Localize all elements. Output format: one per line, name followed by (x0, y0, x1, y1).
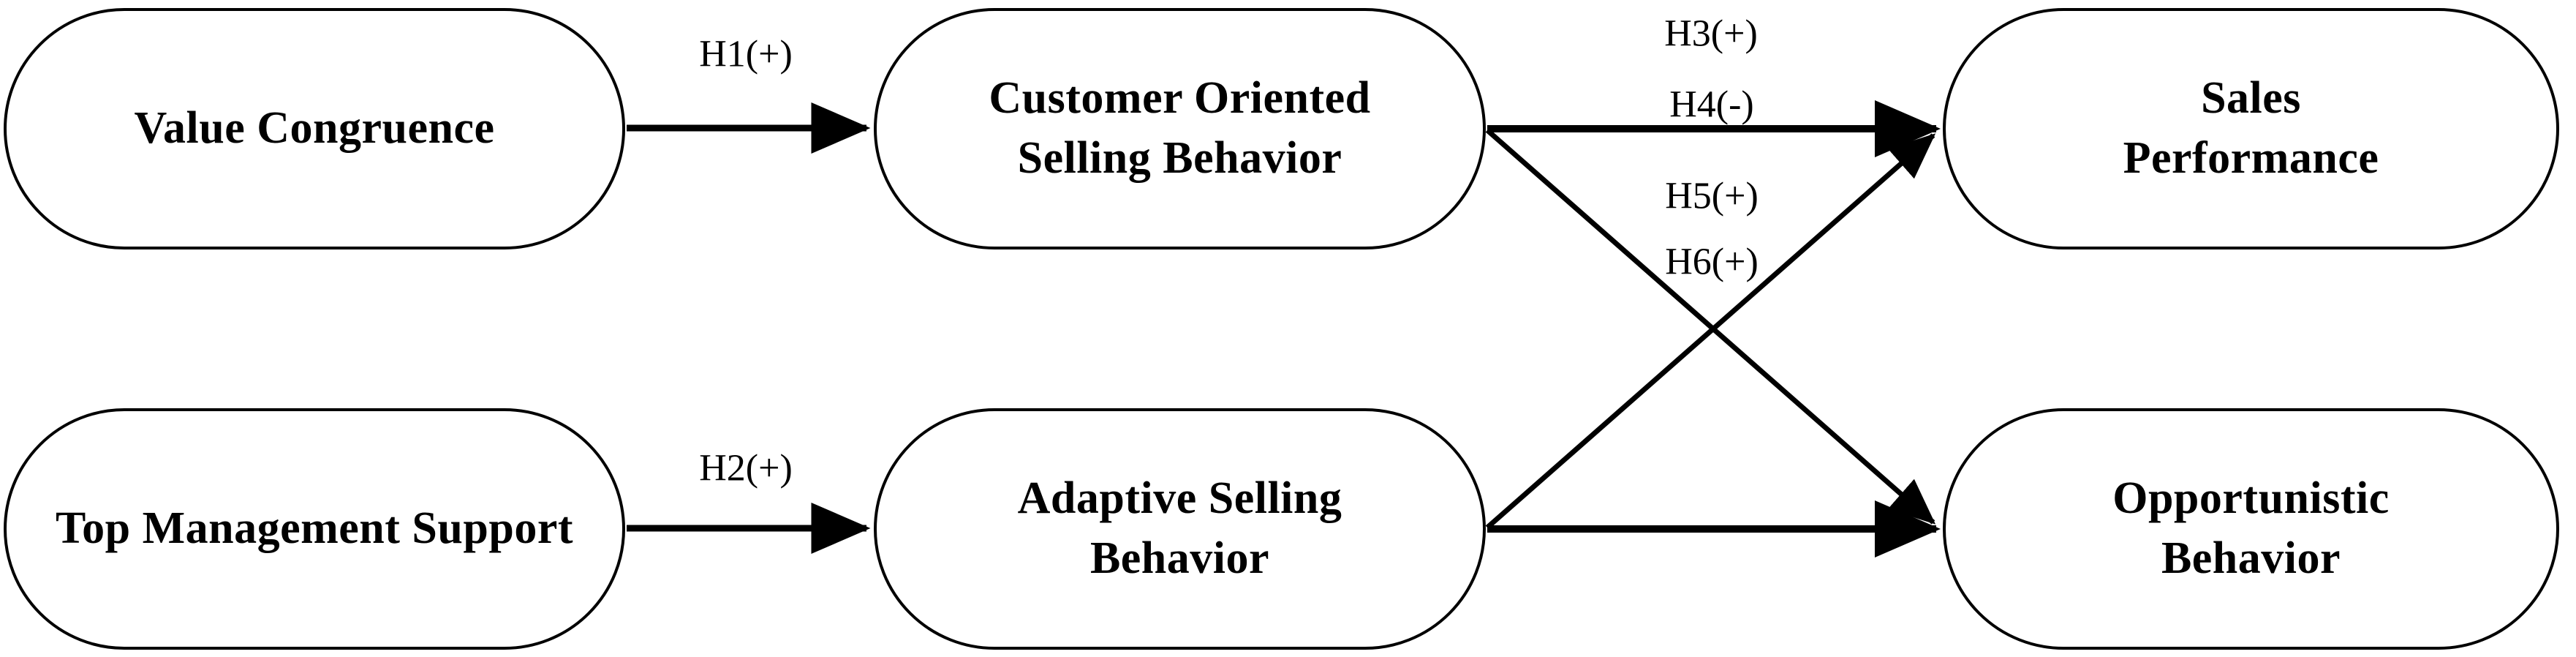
edge-label-h2: H2(+) (699, 447, 793, 489)
node-top-management-support[interactable]: Top Management Support (4, 408, 625, 650)
edge-label-h4: H4(-) (1669, 83, 1754, 126)
node-label-opportunistic-behavior: Opportunistic Behavior (2112, 473, 2390, 583)
edge-label-h3: H3(+) (1664, 12, 1758, 55)
node-label-value-congruence: Value Congruence (134, 103, 495, 154)
node-opportunistic-behavior[interactable]: Opportunistic Behavior (1943, 408, 2559, 650)
edge-label-h5: H5(+) (1665, 175, 1759, 217)
node-label-sales-performance: Sales Performance (2123, 73, 2379, 183)
node-label-adaptive-selling-behavior: Adaptive Selling Behavior (1017, 473, 1342, 583)
node-adaptive-selling-behavior[interactable]: Adaptive Selling Behavior (874, 408, 1486, 650)
node-label-customer-oriented-selling-behavior: Customer Oriented Selling Behavior (989, 73, 1371, 183)
node-sales-performance[interactable]: Sales Performance (1943, 8, 2559, 249)
node-customer-oriented-selling-behavior[interactable]: Customer Oriented Selling Behavior (874, 8, 1486, 249)
node-value-congruence[interactable]: Value Congruence (4, 8, 625, 249)
edge-label-h6: H6(+) (1665, 241, 1759, 283)
edge-h5-line (1485, 133, 1936, 530)
edge-h4-line (1485, 128, 1936, 525)
node-label-top-management-support: Top Management Support (55, 503, 574, 554)
edge-label-h1: H1(+) (699, 33, 793, 75)
